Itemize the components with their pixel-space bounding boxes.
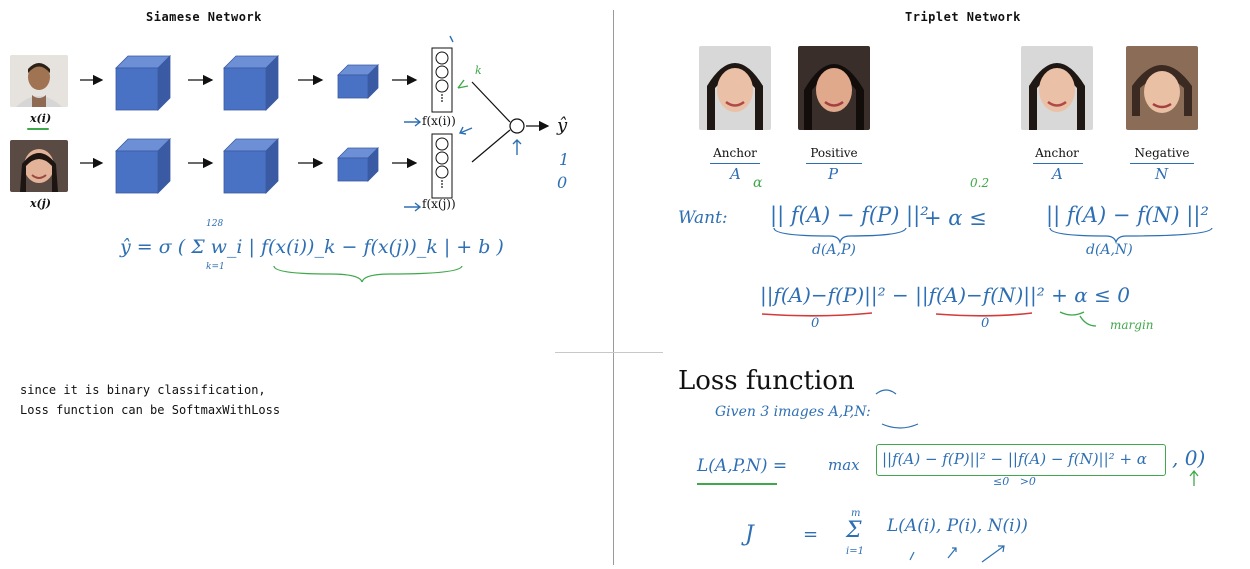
zero-pointer-icon: [1189, 469, 1199, 486]
pointer-arrow-up-icon: [512, 139, 522, 155]
face-anchor-icon: [699, 46, 771, 130]
siamese-title: Siamese Network: [146, 10, 262, 24]
d-ap: d(A,P): [812, 242, 856, 258]
inequality-line: ||f(A)−f(P)||² − ||f(A)−f(N)||² + α ≤ 0: [760, 283, 1130, 307]
loss-function-title: Loss function: [678, 366, 855, 396]
caption-underline-3: [1033, 163, 1083, 164]
cost-eq: =: [803, 524, 819, 545]
cost-arrows: [909, 545, 1005, 563]
conv-block-top-3: [337, 64, 379, 99]
loss-max: max: [828, 456, 860, 474]
green-arrow-icon: [457, 79, 469, 89]
face-anchor: [699, 46, 771, 130]
encoding-bottom-label: f(x(j)): [422, 197, 456, 211]
cost-sum: Σ: [846, 518, 862, 543]
want-label: Want:: [678, 208, 728, 228]
encoding-vector-top: [431, 47, 453, 113]
caption-underline-4: [1130, 163, 1194, 164]
pointer-arrow-mid-icon: [458, 126, 473, 135]
margin-label: margin: [1110, 318, 1154, 332]
inequality-underlines: [761, 311, 1097, 327]
want-right-term: || f(A) − f(N) ||²: [1046, 203, 1209, 227]
caption-anchor-2: Anchor: [1035, 146, 1079, 160]
output-node: [509, 118, 525, 134]
caption-positive: Positive: [810, 146, 858, 160]
merge-line-bottom: [471, 129, 511, 163]
note-line-1: since it is binary classification,: [20, 383, 266, 397]
abbr-p: P: [828, 165, 839, 183]
face-negative-icon: [1126, 46, 1198, 130]
face-negative: [1126, 46, 1198, 130]
encoding-vector-bottom: [431, 133, 453, 199]
loss-inner-box: [876, 444, 1166, 476]
want-left-term: || f(A) − f(P) ||²: [770, 203, 929, 227]
caption-negative: Negative: [1134, 146, 1190, 160]
conv-block-bottom-2: [223, 138, 279, 194]
loss-under: ≤0 >0: [993, 475, 1036, 488]
sum-lower: k=1: [206, 262, 225, 272]
face-man-icon: [10, 55, 68, 107]
encoding-top-label: f(x(i)): [422, 114, 456, 128]
face-positive-icon: [798, 46, 870, 130]
abbr-n: N: [1155, 165, 1169, 183]
cost-term: L(A(i), P(i), N(i)): [887, 516, 1028, 536]
input-face-top: [10, 55, 68, 107]
tick-mark-icon: [449, 35, 454, 43]
output-value-0: 0: [557, 173, 568, 192]
input-top-label: x(i): [30, 112, 52, 125]
similarity-formula: ŷ = σ ( Σ w_i | f(x(i))_k − f(x(j))_k | …: [120, 236, 504, 258]
input-bottom-label: x(j): [30, 197, 51, 210]
merge-line-top: [471, 81, 511, 123]
caption-underline-2: [806, 163, 862, 164]
caption-anchor: Anchor: [713, 146, 757, 160]
formula-brace: [273, 265, 463, 283]
pointer-arrow-bottom-icon: [404, 202, 422, 212]
triplet-title: Triplet Network: [905, 10, 1021, 24]
output-yhat: ŷ: [557, 115, 568, 136]
conv-block-bottom-1: [115, 138, 171, 194]
zero-mark-1: 0: [811, 316, 820, 331]
given-arrows: [875, 389, 919, 429]
cost-lhs: J: [745, 522, 754, 547]
face-anchor-2-icon: [1021, 46, 1093, 130]
alpha-mark: α: [753, 175, 763, 191]
d-an: d(A,N): [1086, 242, 1133, 258]
face-positive: [798, 46, 870, 130]
face-woman-icon: [10, 140, 68, 192]
output-value-1: 1: [559, 150, 570, 169]
conv-block-bottom-3: [337, 147, 379, 182]
siamese-diagram: [80, 35, 550, 212]
loss-zero: , 0): [1172, 446, 1206, 470]
abbr-a-2: A: [1052, 165, 1063, 183]
input-face-bottom: [10, 140, 68, 192]
conv-block-top-2: [223, 55, 279, 111]
pointer-arrow-top-icon: [404, 117, 422, 127]
input-top-underline: [27, 128, 49, 130]
vertical-divider: [613, 10, 614, 565]
cost-sum-upper: m: [851, 508, 861, 519]
want-braces: [773, 227, 1213, 245]
want-plus-alpha: + α ≤: [924, 206, 987, 230]
k-mark: k: [475, 64, 482, 77]
cost-sum-lower: i=1: [846, 546, 864, 557]
zero-mark-2: 0: [981, 316, 990, 331]
loss-lhs-underline: [697, 483, 777, 485]
face-anchor-2: [1021, 46, 1093, 130]
caption-underline-1: [710, 163, 760, 164]
note-line-2: Loss function can be SoftmaxWithLoss: [20, 403, 281, 417]
conv-block-top-1: [115, 55, 171, 111]
loss-lhs: L(A,P,N) =: [697, 456, 788, 476]
sum-upper: 128: [206, 219, 224, 229]
horizontal-divider: [555, 352, 663, 353]
loss-inner: ||f(A) − f(P)||² − ||f(A) − f(N)||² + α: [882, 450, 1147, 468]
abbr-a: A: [730, 165, 741, 183]
alpha-value: 0.2: [970, 176, 990, 190]
given-text: Given 3 images A,P,N:: [715, 404, 871, 420]
